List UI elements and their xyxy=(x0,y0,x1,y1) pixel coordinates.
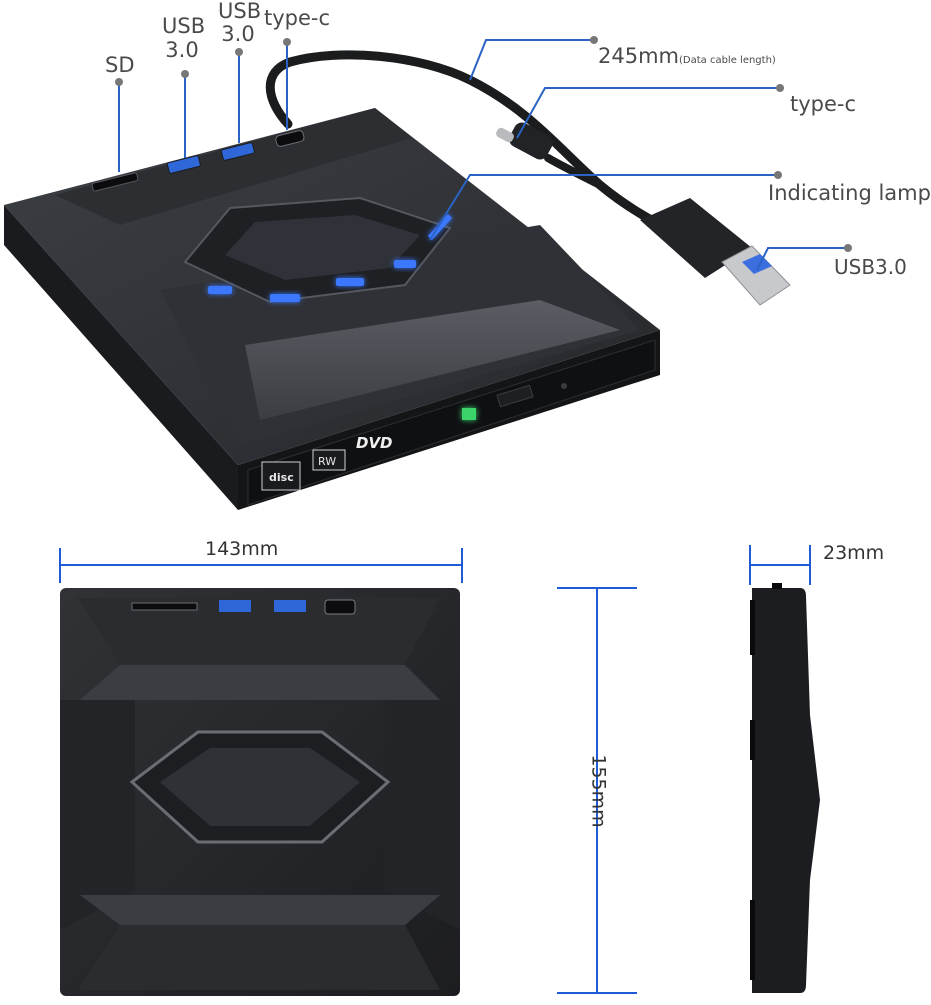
dvd-logo: DVD xyxy=(356,434,393,452)
rw-logo: RW xyxy=(318,455,336,468)
lamp-callout-line xyxy=(429,174,778,241)
green-led xyxy=(462,408,476,420)
cable-length-callout-line xyxy=(469,39,594,81)
cable-length-note: (Data cable length) xyxy=(679,55,776,66)
cable-length-value: 245mm xyxy=(598,44,679,68)
top-view-type-c xyxy=(324,599,356,615)
thickness-label: 23mm xyxy=(823,542,885,564)
hexagon-inner xyxy=(225,215,420,280)
type-c-port-label: type-c xyxy=(264,6,331,30)
typec-cable-callout-line xyxy=(516,87,780,139)
type-c-cable-label: type-c xyxy=(790,92,857,116)
type-c-plug xyxy=(496,122,553,160)
thickness-dimension xyxy=(749,545,811,585)
sd-label: SD xyxy=(105,53,135,77)
indicating-lamp-label: Indicating lamp xyxy=(768,181,931,205)
type-c-port xyxy=(275,130,305,147)
width-label: 143mm xyxy=(205,538,279,560)
eject-button xyxy=(496,384,534,408)
usb-a-port-1 xyxy=(166,155,201,174)
callout-lines xyxy=(115,36,852,271)
drive-perspective: disc RW DVD xyxy=(4,50,791,510)
disc-tray xyxy=(247,339,656,506)
top-view-usb-2 xyxy=(274,600,306,612)
media-logos: disc RW DVD xyxy=(261,434,393,491)
width-dimension xyxy=(59,548,463,583)
drive-side-view xyxy=(750,583,820,993)
usb-a-1-label-line2: 3.0 xyxy=(165,38,199,62)
emergency-eject-hole xyxy=(561,383,567,389)
drive-top-view xyxy=(60,588,460,996)
disc-logo: disc xyxy=(269,471,294,484)
usb-a-2-label-line2: 3.0 xyxy=(221,22,255,46)
usb-a-2-label-line1: USB xyxy=(218,0,262,23)
usb3-callout-line xyxy=(756,247,848,271)
type-c-cable-branch xyxy=(544,154,604,189)
usb-a-1-label: USB 3.0 xyxy=(162,14,206,62)
cable-length-label: 245mm(Data cable length) xyxy=(598,44,776,68)
sd-slot xyxy=(91,172,139,192)
top-view-usb-1 xyxy=(219,600,251,612)
usb3-plug xyxy=(640,198,791,306)
port-ridge xyxy=(55,108,412,225)
drive-side xyxy=(4,205,238,510)
height-dimension xyxy=(557,587,637,994)
usb-a-1-label-line1: USB xyxy=(162,14,206,38)
usb-a-2-label: USB 3.0 xyxy=(218,0,262,46)
height-label: 155mm xyxy=(587,754,610,828)
usb-a-port-2 xyxy=(220,142,255,161)
usb3-plug-label: USB3.0 xyxy=(834,255,907,279)
top-view-sd-slot xyxy=(131,602,198,611)
front-facet-light xyxy=(245,300,620,420)
